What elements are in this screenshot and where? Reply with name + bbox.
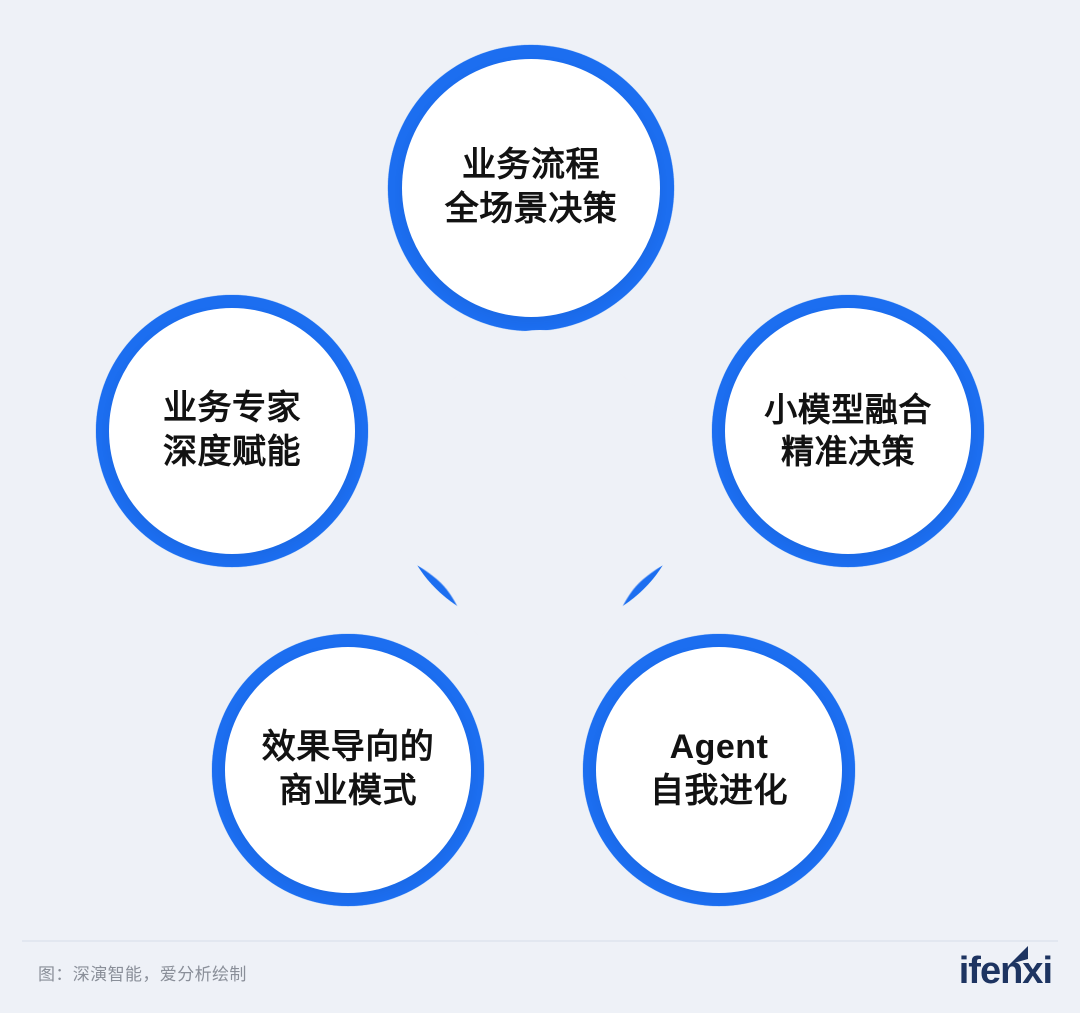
petal-node-label-business-expert-empowerment: 业务专家 深度赋能	[163, 389, 301, 471]
brand-logo: ifenxi	[958, 946, 1053, 992]
petal-diagram: 业务流程 全场景决策 小模型融合 精准决策 Agent 自我进化 效果导向的 商…	[96, 45, 984, 906]
petal-node-small-model-fusion[interactable]: 小模型融合 精准决策	[725, 308, 971, 554]
petal-node-effect-oriented-business-model[interactable]: 效果导向的 商业模式	[225, 647, 471, 893]
petal-node-label-small-model-fusion: 小模型融合 精准决策	[764, 390, 932, 470]
petal-node-label-business-process: 业务流程 全场景决策	[444, 146, 618, 228]
petal-node-agent-self-evolution[interactable]: Agent 自我进化	[596, 647, 842, 893]
petal-node-label-agent-self-evolution: Agent 自我进化	[650, 728, 788, 810]
footer: 图：深演智能，爱分析绘制 ifenxi	[0, 930, 1080, 1013]
petal-node-business-process[interactable]: 业务流程 全场景决策	[402, 59, 660, 317]
center-hole-right	[552, 400, 702, 576]
petal-center-cutout-layer	[378, 330, 702, 658]
footer-source-caption: 图：深演智能，爱分析绘制	[38, 965, 247, 984]
center-hole-left	[378, 400, 528, 576]
brand-arrow-icon	[1010, 946, 1028, 964]
petal-node-business-expert-empowerment[interactable]: 业务专家 深度赋能	[109, 308, 355, 554]
petal-node-label-effect-oriented-business-model: 效果导向的 商业模式	[261, 728, 435, 810]
footer-divider	[22, 940, 1058, 942]
petal-labels: 业务流程 全场景决策 小模型融合 精准决策 Agent 自我进化 效果导向的 商…	[109, 59, 971, 893]
brand-logo-wordmark: ifenxi	[958, 950, 1053, 992]
